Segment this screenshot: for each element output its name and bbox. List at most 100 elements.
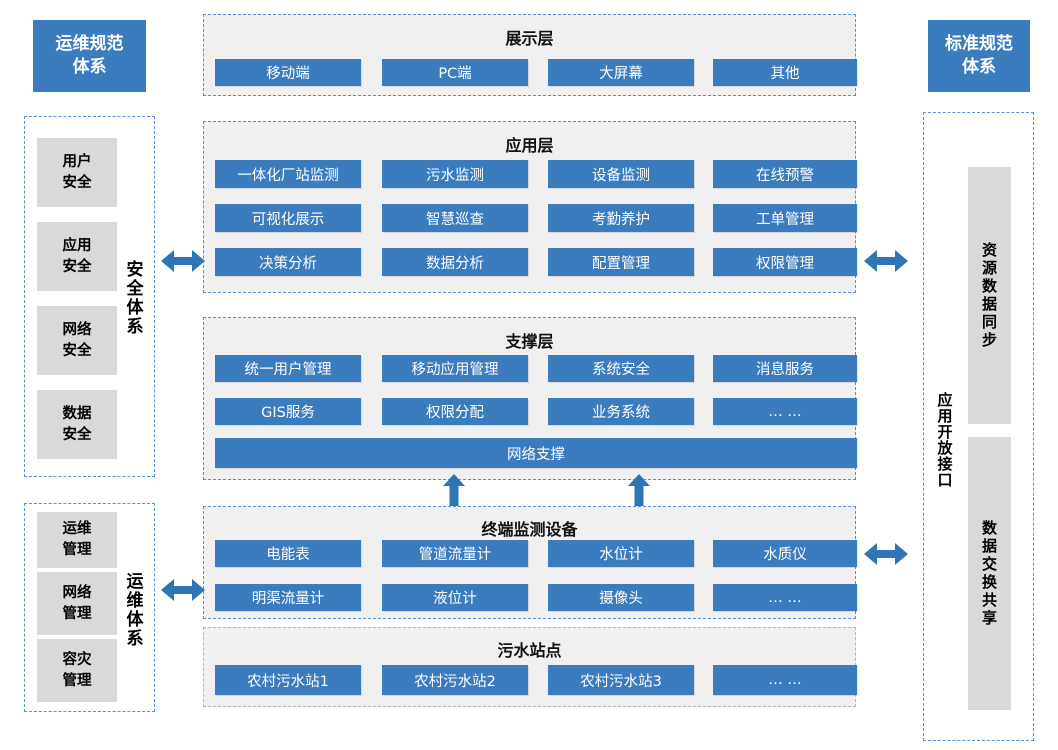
tile-mobile-app-management[interactable]: 移动应用管理	[382, 355, 528, 382]
tile-smart-inspection[interactable]: 智慧巡查	[382, 204, 528, 232]
security-chip-user: 用户 安全	[37, 138, 117, 207]
tile-configuration-management[interactable]: 配置管理	[548, 248, 694, 276]
security-system-axis-label: 安全体系	[118, 238, 148, 358]
tile-work-order-management-label: 工单管理	[756, 211, 814, 228]
tile-work-order-management[interactable]: 工单管理	[713, 204, 857, 232]
tile-camera[interactable]: 摄像头	[548, 584, 694, 611]
security-chip-user-label: 用户 安全	[62, 153, 92, 191]
tile-large-screen-label: 大屏幕	[599, 66, 643, 82]
tile-attendance-maintenance-label: 考勤养护	[592, 211, 650, 228]
ops-chip-network: 网络 管理	[37, 572, 117, 635]
tile-large-screen[interactable]: 大屏幕	[548, 59, 694, 86]
data-exchange-share-chip: 数据交换共享	[968, 437, 1011, 710]
tile-permission-management-app-label: 权限管理	[756, 255, 814, 272]
tile-pc-client[interactable]: PC端	[382, 59, 528, 86]
tile-mobile-app-management-label: 移动应用管理	[411, 362, 499, 378]
arrow-left-application	[161, 250, 205, 272]
tile-online-warning[interactable]: 在线预警	[713, 160, 857, 188]
arrow-up-left	[443, 474, 465, 508]
tile-message-service[interactable]: 消息服务	[713, 355, 857, 382]
tile-liquid-level-gauge-label: 液位计	[433, 591, 477, 607]
tile-other-presentation[interactable]: 其他	[713, 59, 857, 86]
tile-terminal-more[interactable]: … …	[713, 584, 857, 611]
tile-attendance-maintenance[interactable]: 考勤养护	[548, 204, 694, 232]
tile-unified-user-management-label: 统一用户管理	[244, 362, 332, 378]
security-chip-data: 数据 安全	[37, 390, 117, 459]
tile-sewage-monitoring[interactable]: 污水监测	[382, 160, 528, 188]
tile-message-service-label: 消息服务	[756, 362, 814, 378]
security-chip-network-label: 网络 安全	[62, 321, 92, 359]
layer-terminal-title: 终端监测设备	[481, 520, 578, 539]
security-chip-application-label: 应用 安全	[62, 237, 92, 275]
tile-sewage-station-more-label: … …	[768, 672, 802, 688]
tile-water-level-gauge-label: 水位计	[599, 547, 643, 563]
right-top-plate-label: 标准规范 体系	[945, 34, 1013, 77]
application-open-interface-text: 应用开放接口	[935, 391, 954, 488]
left-top-plate-label: 运维规范 体系	[55, 34, 124, 77]
layer-presentation-title: 展示层	[505, 29, 554, 48]
ops-chip-network-label: 网络 管理	[62, 584, 92, 622]
arrow-right-terminal	[864, 543, 908, 565]
ops-chip-maintenance: 运维 管理	[37, 512, 117, 568]
tile-mobile-client[interactable]: 移动端	[215, 59, 361, 86]
tile-network-support-label: 网络支撑	[507, 446, 565, 463]
tile-data-analysis[interactable]: 数据分析	[382, 248, 528, 276]
tile-rural-sewage-station-3[interactable]: 农村污水站3	[548, 665, 694, 695]
tile-decision-analysis[interactable]: 决策分析	[215, 248, 361, 276]
tile-equipment-monitoring-label: 设备监测	[592, 167, 650, 184]
tile-water-quality-analyzer-label: 水质仪	[763, 547, 807, 563]
tile-decision-analysis-label: 决策分析	[259, 255, 317, 272]
tile-sewage-monitoring-label: 污水监测	[426, 167, 484, 184]
tile-support-more[interactable]: … …	[713, 398, 857, 425]
tile-equipment-monitoring[interactable]: 设备监测	[548, 160, 694, 188]
tile-network-support[interactable]: 网络支撑	[215, 438, 857, 468]
tile-water-level-gauge[interactable]: 水位计	[548, 540, 694, 567]
tile-rural-sewage-station-2[interactable]: 农村污水站2	[382, 665, 528, 695]
resource-data-sync-label: 资源数据同步	[980, 241, 998, 350]
arrow-left-terminal	[161, 579, 205, 601]
tile-system-security[interactable]: 系统安全	[548, 355, 694, 382]
tile-mobile-client-label: 移动端	[266, 66, 310, 82]
tile-permission-allocation[interactable]: 权限分配	[382, 398, 528, 425]
ops-system-axis-label: 运维体系	[118, 555, 148, 665]
tile-other-presentation-label: 其他	[770, 66, 800, 82]
tile-data-analysis-label: 数据分析	[426, 255, 484, 272]
tile-visualization-display[interactable]: 可视化展示	[215, 204, 361, 232]
security-chip-application: 应用 安全	[37, 222, 117, 291]
data-exchange-share-label: 数据交换共享	[980, 519, 998, 628]
arrow-right-application	[864, 250, 908, 272]
tile-open-channel-flowmeter[interactable]: 明渠流量计	[215, 584, 361, 611]
tile-pc-client-label: PC端	[438, 66, 472, 82]
tile-pipeline-flowmeter[interactable]: 管道流量计	[382, 540, 528, 567]
tile-electric-meter[interactable]: 电能表	[215, 540, 361, 567]
tile-unified-user-management[interactable]: 统一用户管理	[215, 355, 361, 382]
security-chip-network: 网络 安全	[37, 306, 117, 375]
tile-rural-sewage-station-2-label: 农村污水站2	[414, 673, 496, 690]
tile-business-system[interactable]: 业务系统	[548, 398, 694, 425]
tile-visualization-display-label: 可视化展示	[251, 211, 325, 228]
tile-permission-allocation-label: 权限分配	[426, 405, 484, 421]
right-top-plate: 标准规范 体系	[928, 20, 1030, 92]
tile-electric-meter-label: 电能表	[266, 547, 310, 563]
tile-gis-service-label: GIS服务	[261, 405, 315, 421]
tile-liquid-level-gauge[interactable]: 液位计	[382, 584, 528, 611]
tile-support-more-label: … …	[768, 403, 802, 420]
tile-water-quality-analyzer[interactable]: 水质仪	[713, 540, 857, 567]
tile-online-warning-label: 在线预警	[756, 167, 814, 184]
tile-integrated-plant-monitoring[interactable]: 一体化厂站监测	[215, 160, 361, 188]
tile-rural-sewage-station-1[interactable]: 农村污水站1	[215, 665, 361, 695]
tile-business-system-label: 业务系统	[592, 405, 650, 421]
application-open-interface-label: 应用开放接口	[930, 372, 960, 507]
tile-integrated-plant-monitoring-label: 一体化厂站监测	[237, 167, 339, 184]
tile-terminal-more-label: … …	[768, 589, 802, 606]
tile-sewage-station-more[interactable]: … …	[713, 665, 857, 695]
arrow-up-right	[628, 474, 650, 508]
tile-permission-management-app[interactable]: 权限管理	[713, 248, 857, 276]
tile-gis-service[interactable]: GIS服务	[215, 398, 361, 425]
ops-chip-disaster-recovery: 容灾 管理	[37, 639, 117, 702]
layer-sewage-station-title: 污水站点	[497, 641, 562, 660]
tile-open-channel-flowmeter-label: 明渠流量计	[251, 591, 325, 607]
layer-support-title: 支撑层	[505, 332, 554, 351]
ops-chip-disaster-recovery-label: 容灾 管理	[62, 651, 92, 689]
